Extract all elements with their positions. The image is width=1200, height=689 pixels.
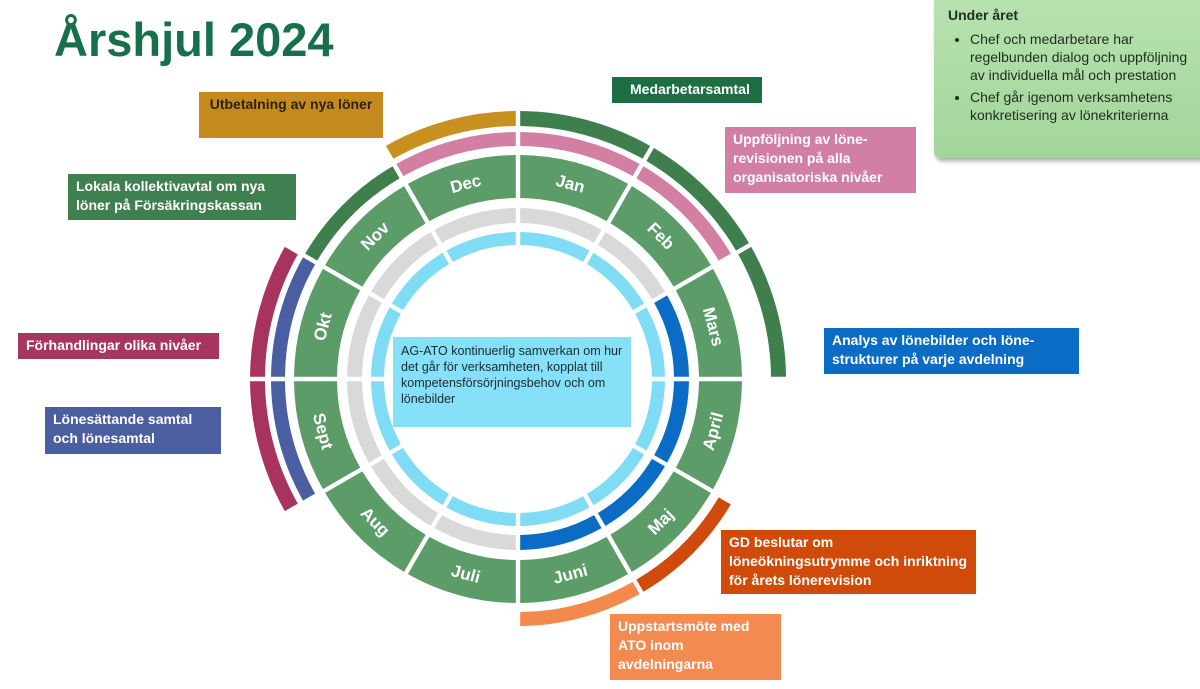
middle-ring-segment [654,295,689,377]
middle-ring-segment [597,232,665,300]
middle-ring-segment [371,232,439,300]
inner-ring-segment [446,232,516,262]
event-arc-sept [250,381,298,512]
event-arc-juni [520,581,640,626]
inner-ring-segment [391,252,450,311]
label-uppfoljning: Uppföljning av löne-revisionen på alla o… [725,127,916,193]
under-aret-item: Chef går igenom verksamhetens konkretise… [970,88,1192,124]
event-arc-dec [396,132,516,177]
label-uppstartsmote: Uppstartsmöte med ATO inom avdelningarna [610,614,781,680]
inner-ring-segment [635,307,665,377]
event-arc-jan [520,111,651,159]
month-segment-dec [407,155,516,222]
label-gd-beslutar: GD beslutar om löneökningsutrymme och in… [721,530,976,594]
event-arc-sept [271,381,316,501]
inner-ring-segment [391,447,450,506]
center-text-box: AG-ATO kontinuerlig samverkan om hur det… [393,337,631,427]
middle-ring-segment [597,458,665,526]
event-arc-okt [271,257,316,377]
month-segment-mars [675,268,742,377]
label-forhandlingar: Förhandlingar olika nivåer [18,333,219,359]
month-segment-aug [325,471,426,572]
inner-ring-segment [446,496,516,526]
label-medarbetarsamtal: Medarbetarsamtal [612,77,762,103]
event-arc-maj [636,497,731,592]
event-arc-feb [636,166,731,261]
middle-ring-segment [520,208,602,243]
label-analys: Analys av lönebilder och löne-strukturer… [824,328,1079,374]
page-title: Årshjul 2024 [54,13,334,66]
event-arc-dec [385,111,516,159]
label-lonesattande: Lönesättande samtal och lönesamtal [45,407,221,454]
inner-ring-segment [520,232,590,262]
inner-ring-segment [520,496,590,526]
month-segment-sept [294,381,361,490]
month-segment-juli [407,536,516,603]
event-arc-jan [520,132,640,177]
event-arc-mars [738,246,786,377]
month-segment-maj [610,471,711,572]
middle-ring-segment [347,295,382,377]
inner-ring-segment [635,381,665,451]
month-segment-nov [325,186,426,287]
under-aret-box: Under året Chef och medarbetare har rege… [934,0,1200,158]
month-segment-feb [610,186,711,287]
month-segment-april [675,381,742,490]
month-segment-juni [520,536,629,603]
label-lokala: Lokala kollektivavtal om nya löner på Fö… [68,174,296,220]
middle-ring-segment [434,208,516,243]
under-aret-item: Chef och medarbetare har regelbunden dia… [970,30,1192,84]
middle-ring-segment [654,381,689,463]
inner-ring-segment [586,252,645,311]
middle-ring-segment [347,381,382,463]
month-segment-jan [520,155,629,222]
inner-ring-segment [371,381,401,451]
month-segment-okt [294,268,361,377]
label-utbetalning: Utbetalning av nya löner [199,92,383,138]
inner-ring-segment [371,307,401,377]
middle-ring-segment [520,515,602,550]
event-arc-feb [646,148,749,251]
middle-ring-segment [371,458,439,526]
event-arc-okt [250,246,298,377]
event-arc-nov [305,166,400,261]
under-aret-heading: Under året [948,7,1019,23]
middle-ring-segment [434,515,516,550]
inner-ring-segment [586,447,645,506]
